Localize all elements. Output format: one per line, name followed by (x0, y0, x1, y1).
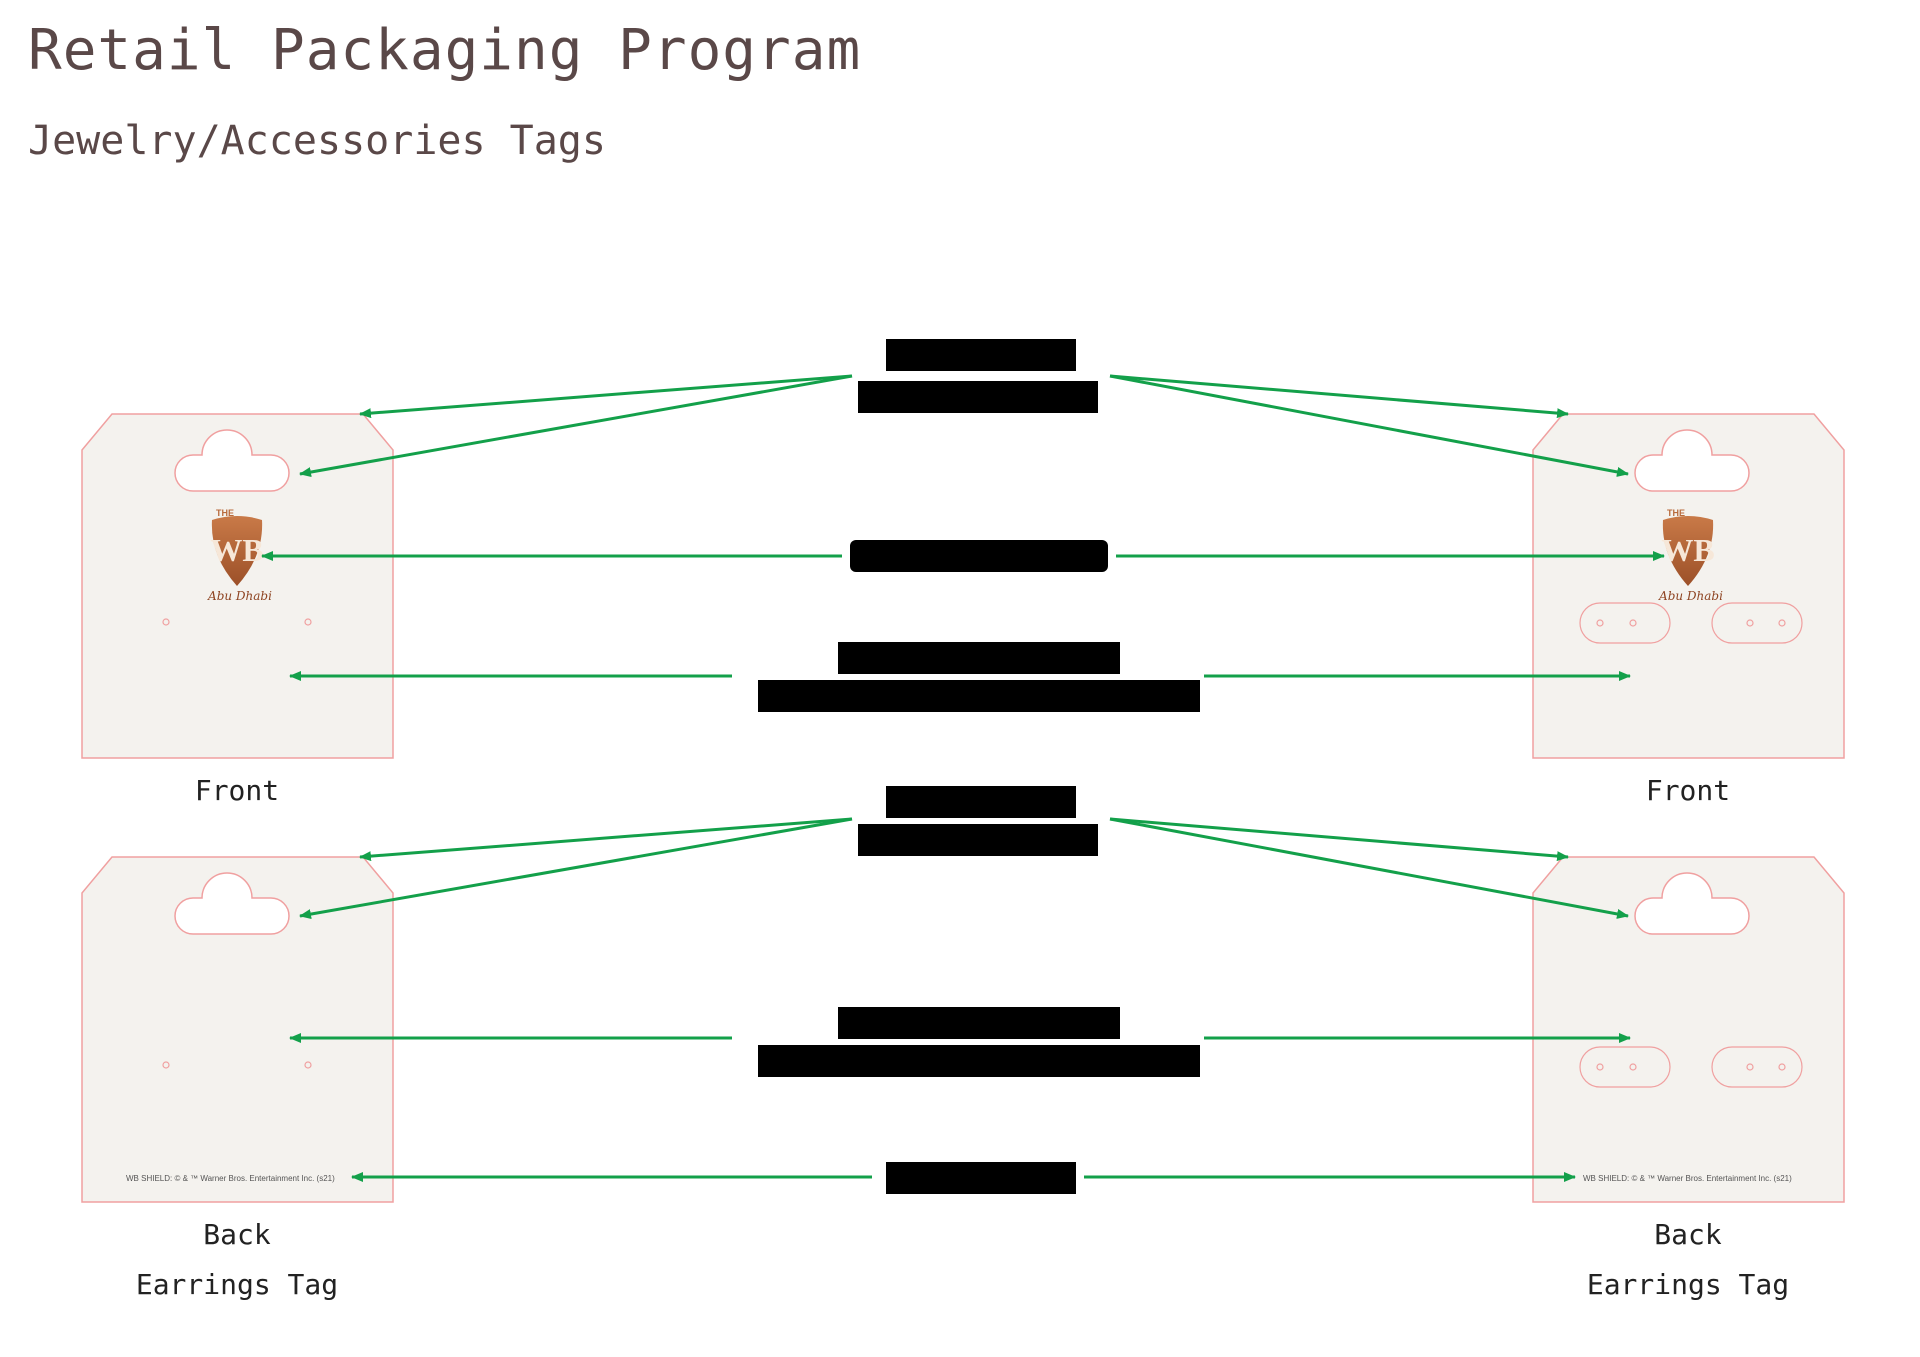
hang-hole (174, 872, 290, 935)
logo-initials: WB (1661, 532, 1714, 568)
redacted-label (858, 824, 1098, 856)
redacted-label (758, 680, 1200, 712)
hang-hole (1634, 872, 1750, 935)
redacted-label (850, 540, 1108, 572)
arrow (359, 374, 853, 419)
redacted-label (838, 1007, 1120, 1039)
earring-slot (1711, 1046, 1803, 1088)
arrow (1109, 374, 1629, 477)
redacted-label (886, 1162, 1076, 1194)
hang-hole (174, 429, 290, 492)
tag-label-right-back: Back (1654, 1218, 1722, 1251)
callout-arrows (261, 374, 1665, 1182)
logo-initials: WB (210, 532, 263, 568)
tag-left-front: THE WB Abu Dhabi (81, 413, 394, 759)
legal-text: WB SHIELD: © & ™ Warner Bros. Entertainm… (126, 1174, 335, 1183)
tag-label-left-back: Back (203, 1218, 271, 1251)
tag-left-back: WB SHIELD: © & ™ Warner Bros. Entertainm… (81, 856, 394, 1203)
arrow (359, 817, 853, 862)
redacted-label (858, 381, 1098, 413)
logo-the-text: THE (1667, 508, 1685, 518)
tag-sublabel-left-back: Earrings Tag (135, 1268, 339, 1301)
redacted-label (838, 642, 1120, 674)
logo-the-text: THE (216, 508, 234, 518)
wb-logo-icon: THE WB Abu Dhabi (207, 508, 272, 603)
earring-slot (1579, 602, 1671, 644)
tag-right-back: WB SHIELD: © & ™ Warner Bros. Entertainm… (1532, 856, 1845, 1203)
arrow (1109, 817, 1629, 919)
redacted-label (886, 339, 1076, 371)
tag-sublabel-right-back: Earrings Tag (1586, 1268, 1790, 1301)
arrow (1109, 374, 1569, 419)
page-title: Retail Packaging Program (28, 18, 862, 83)
hang-hole (1634, 429, 1750, 492)
tag-label-left-front: Front (194, 774, 280, 807)
legal-text: WB SHIELD: © & ™ Warner Bros. Entertainm… (1583, 1174, 1792, 1183)
logo-script: Abu Dhabi (207, 589, 272, 603)
arrow (299, 817, 853, 920)
page-subtitle: Jewelry/Accessories Tags (28, 118, 606, 164)
redacted-label (886, 786, 1076, 818)
logo-script: Abu Dhabi (1658, 589, 1723, 603)
redacted-label (758, 1045, 1200, 1077)
arrow (299, 374, 853, 478)
earring-slot (1711, 602, 1803, 644)
arrow (1109, 817, 1569, 862)
wb-logo-icon: THE WB Abu Dhabi (1658, 508, 1723, 603)
tag-label-right-front: Front (1645, 774, 1731, 807)
earring-slot (1579, 1046, 1671, 1088)
